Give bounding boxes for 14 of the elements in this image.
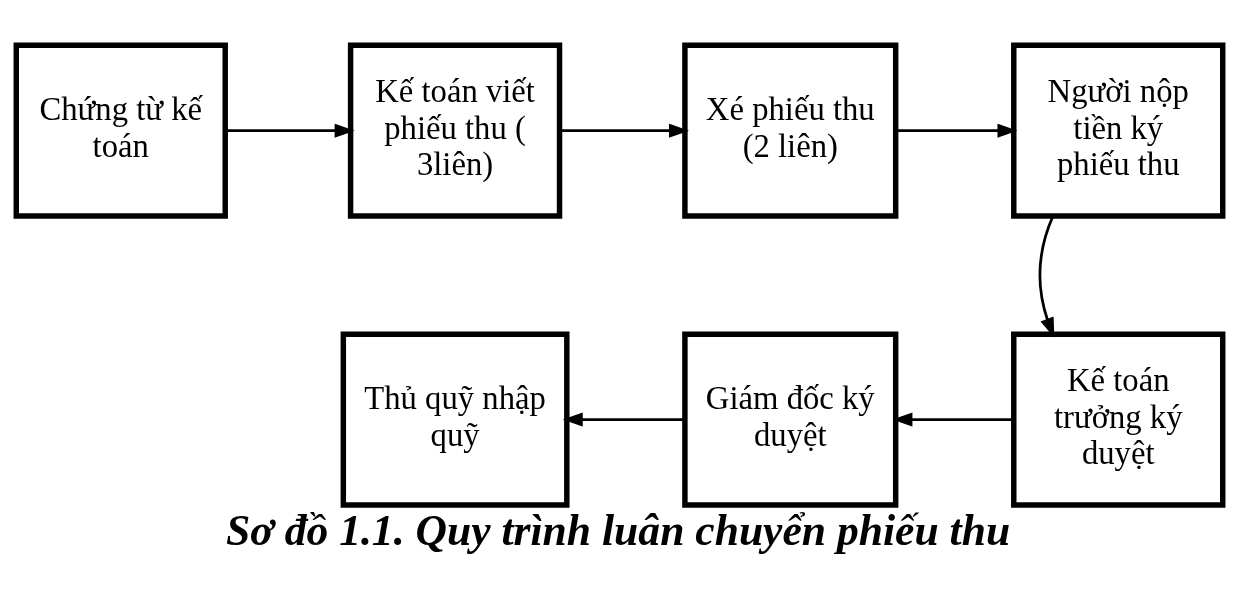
caption: Sơ đồ 1.1. Quy trình luân chuyển phiếu thu	[226, 506, 1011, 555]
node-box: Kế toán trưởng ký duyệt	[1011, 331, 1226, 508]
arrow	[562, 412, 685, 427]
node-box: Xé phiếu thu (2 liên)	[682, 42, 899, 219]
arrow	[896, 123, 1018, 138]
node-box: Giám đốc ký duyệt	[682, 331, 899, 508]
arrow	[1038, 215, 1055, 338]
arrow	[560, 123, 689, 138]
node-box: Người nộp tiền ký phiếu thu	[1011, 42, 1226, 219]
node-box: Chứng từ kế toán	[13, 42, 228, 219]
arrow	[892, 412, 1014, 427]
arrow	[225, 123, 355, 138]
node-box: Kế toán viết phiếu thu ( 3liên)	[347, 42, 563, 219]
node-box: Thủ quỹ nhập quỹ	[340, 331, 570, 508]
